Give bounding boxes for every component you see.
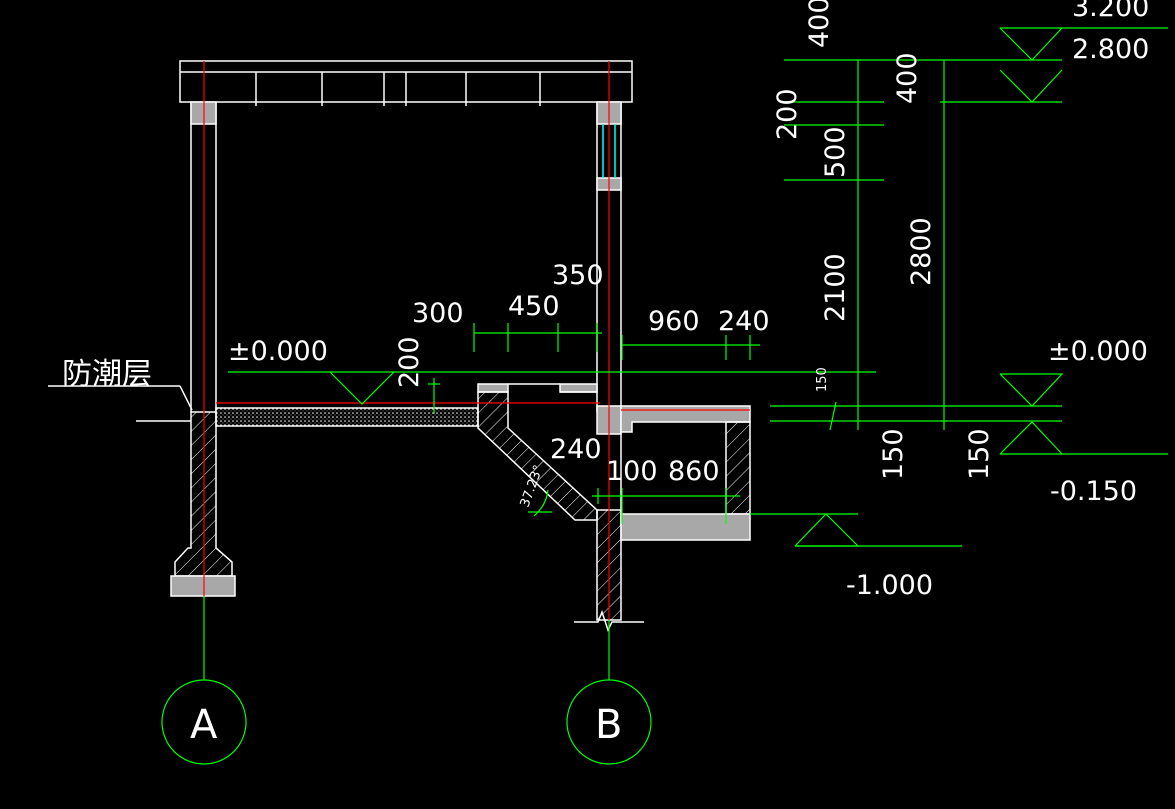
dim-960: 960	[648, 306, 700, 337]
moisture-layer-label: 防潮层	[62, 357, 152, 392]
dimension-lines	[161, 27, 1168, 765]
dim-2100: 2100	[820, 253, 851, 322]
level-3200: 3.200	[1072, 0, 1149, 23]
dim-150-a: 150	[878, 428, 909, 480]
dim-400-right: 400	[892, 52, 923, 104]
dim-350: 350	[552, 260, 604, 291]
dim-400-top: 400	[804, 0, 835, 48]
level-minus-0150: -0.150	[1050, 476, 1137, 507]
level-0-left: ±0.000	[228, 336, 328, 367]
foundation-axis-a	[170, 411, 236, 597]
roof-slab	[179, 60, 633, 106]
floor-slab	[48, 385, 479, 427]
dim-500: 500	[820, 126, 851, 178]
dim-100: 100	[606, 456, 658, 487]
dim-450: 450	[508, 291, 560, 322]
level-minus-1000: -1.000	[846, 570, 933, 601]
grid-label-b: B	[595, 702, 622, 748]
dim-240-top: 240	[718, 306, 770, 337]
dim-150-small: 150	[815, 367, 830, 392]
level-0-right: ±0.000	[1048, 336, 1148, 367]
dim-300: 300	[412, 298, 464, 329]
dim-2800: 2800	[906, 217, 937, 286]
grid-label-a: A	[190, 702, 218, 748]
dim-200-side: 200	[772, 88, 803, 140]
dim-240-slope: 240	[550, 434, 602, 465]
level-2800: 2.800	[1072, 34, 1149, 65]
dim-150-b: 150	[964, 428, 995, 480]
outdoor-gutter	[620, 405, 751, 541]
dim-200-floor: 200	[394, 336, 425, 388]
wall-axis-b	[596, 101, 622, 412]
axis-lines	[203, 61, 750, 620]
dim-860: 860	[668, 456, 720, 487]
